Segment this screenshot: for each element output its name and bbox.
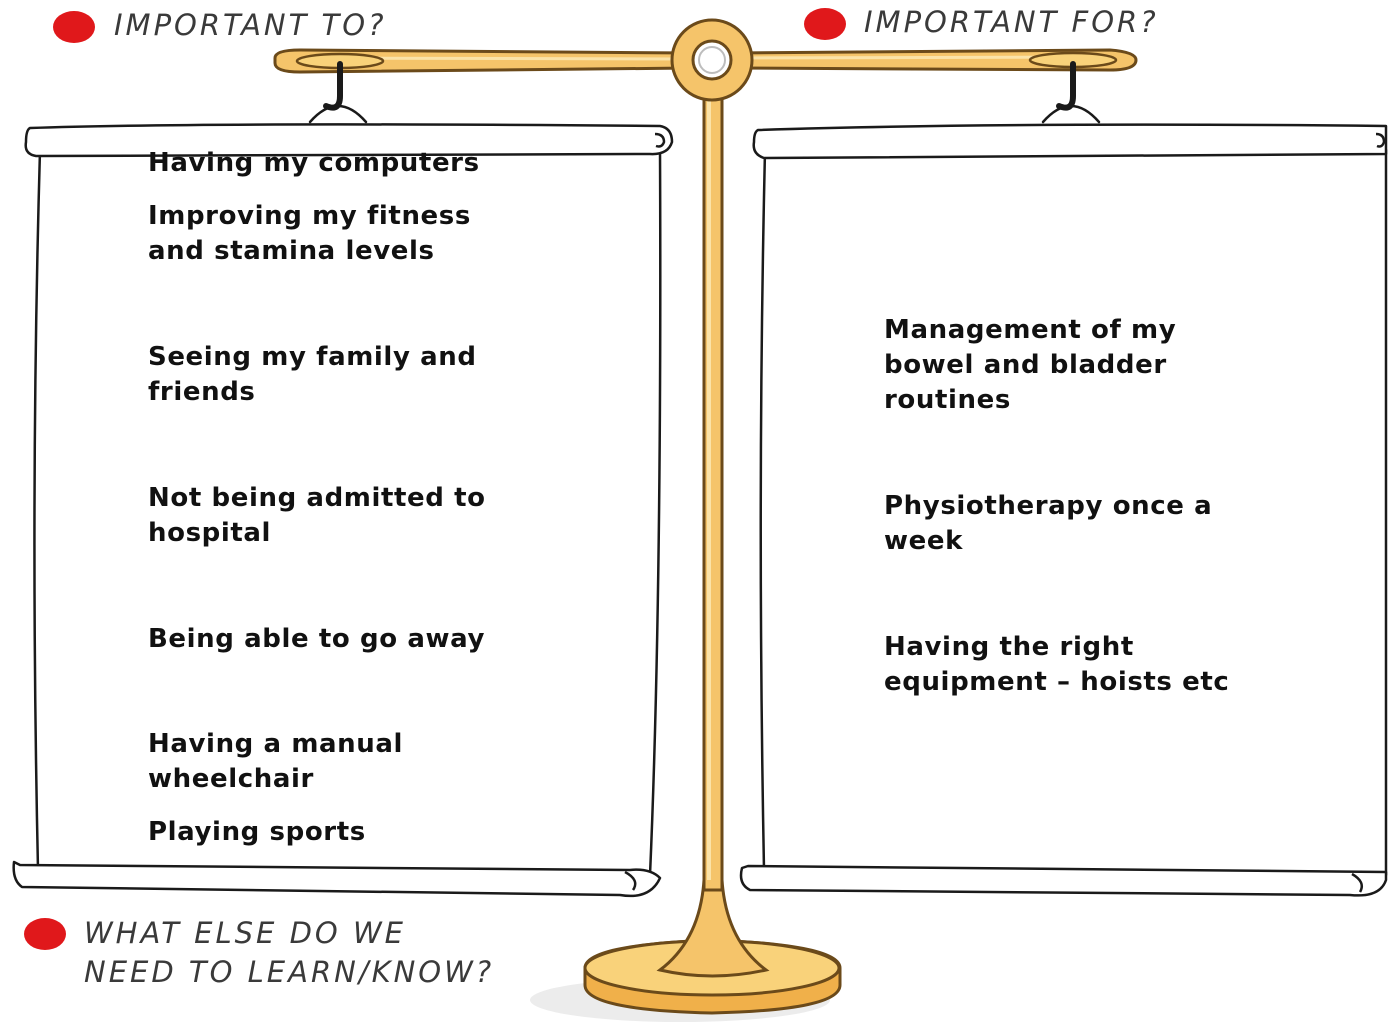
list-item: Not being admitted to hospital (148, 483, 486, 548)
heading-important-for: IMPORTANT FOR? (864, 5, 1159, 39)
list-item: Having a manual wheelchair (148, 729, 404, 794)
scale-pole (702, 78, 724, 892)
list-item: Improving my fitness and stamina levels (148, 201, 471, 266)
scale-beam (273, 18, 1138, 102)
list-item: Having my computers (148, 148, 480, 178)
red-dot-bullet-icon (804, 8, 846, 40)
list-item: Playing sports (148, 817, 366, 847)
left-hook (308, 61, 368, 124)
list-item: Seeing my family and friends (148, 342, 477, 407)
scale-base (583, 878, 842, 1015)
red-dot-bullet-icon (53, 11, 95, 43)
left-scroll (12, 123, 674, 898)
heading-important-to: IMPORTANT TO? (114, 8, 387, 42)
heading-what-else: WHAT ELSE DO WE NEED TO LEARN/KNOW? (84, 916, 495, 989)
right-hook (1041, 61, 1101, 124)
list-item: Physiotherapy once a week (884, 491, 1213, 556)
list-item: Being able to go away (148, 624, 486, 654)
red-dot-bullet-icon (24, 918, 66, 950)
list-item: Management of my bowel and bladder routi… (884, 315, 1177, 415)
right-scroll (739, 123, 1388, 897)
list-item: Having the right equipment – hoists etc (884, 632, 1230, 697)
